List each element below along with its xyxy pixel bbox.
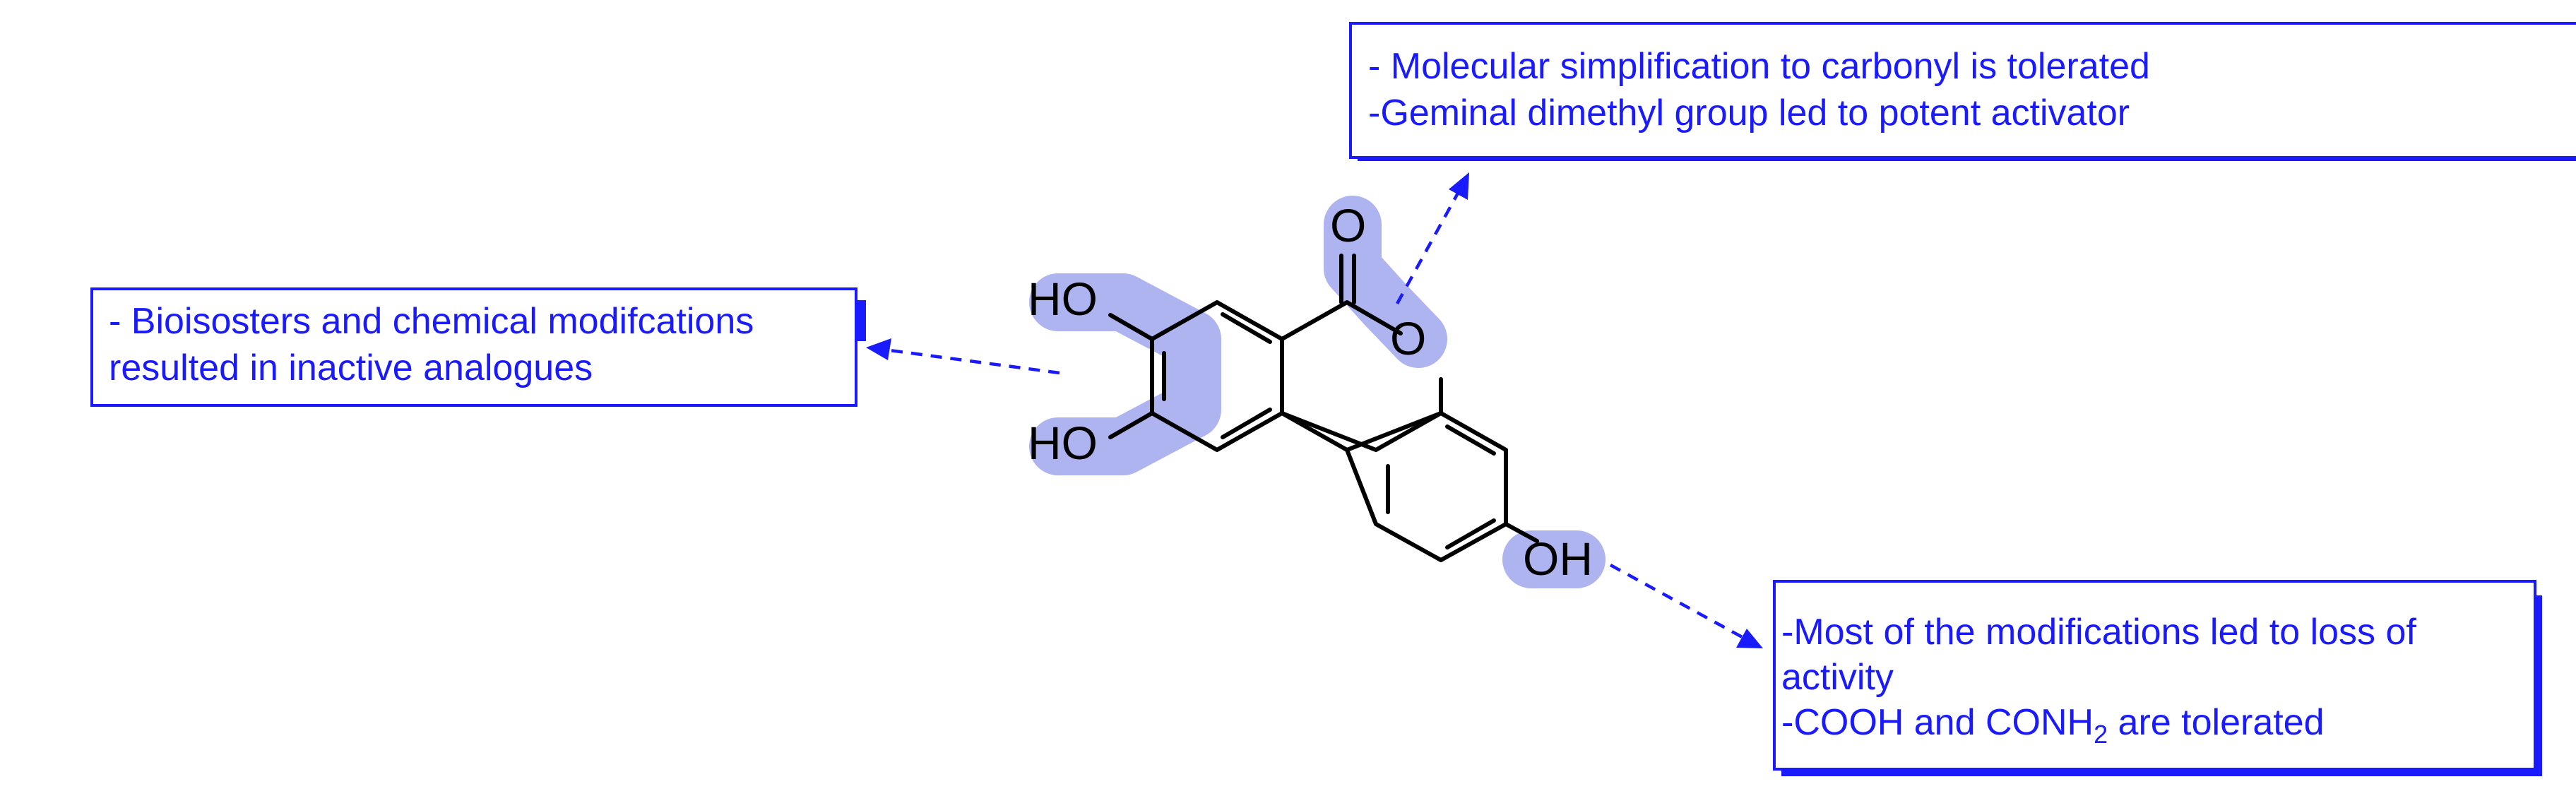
annotation-left-line-2: resulted in inactive analogues (109, 347, 593, 388)
annotation-box-right (1773, 580, 2536, 771)
atom-ho-bottom: HO (1028, 417, 1098, 469)
annotation-right-line-3: -COOH and CONH2 are tolerated (1781, 702, 2325, 749)
arrow-to-top-box (1396, 188, 1461, 305)
annotation-top-line-1: - Molecular simplification to carbonyl i… (1368, 46, 2150, 87)
highlight-regions (1029, 196, 1605, 588)
annotation-left-line-1: - Bioisosters and chemical modifcations (109, 301, 754, 342)
atom-oh-right: OH (1523, 533, 1593, 585)
arrow-head-right (1736, 629, 1763, 648)
annotation-box-top (1349, 22, 2576, 159)
annotation-box-left (90, 287, 857, 407)
annotation-top-line-2: -Geminal dimethyl group led to potent ac… (1368, 93, 2130, 133)
arrow-to-left-box (884, 347, 1060, 375)
molecule-bonds (1108, 254, 1539, 562)
atom-labels: HO HO O O OH (1028, 199, 1593, 585)
ring-c (1345, 411, 1508, 562)
arrow-to-right-box (1609, 564, 1747, 641)
atom-ring-oxygen: O (1390, 312, 1426, 364)
annotation-right: -Most of the modifications led to loss o… (1773, 580, 2542, 776)
arrows (866, 172, 1763, 648)
annotation-left: - Bioisosters and chemical modifcations … (90, 287, 866, 407)
arrow-head-top (1449, 172, 1469, 200)
highlight-lactone (1324, 196, 1447, 368)
highlight-catechol (1029, 273, 1221, 475)
arrow-head-left (866, 338, 891, 360)
atom-carbonyl-oxygen: O (1330, 199, 1366, 251)
annotation-top: - Molecular simplification to carbonyl i… (1349, 22, 2576, 161)
annotation-right-line-2: activity (1781, 657, 1894, 698)
atom-ho-top: HO (1028, 273, 1098, 325)
annotation-right-line-1: -Most of the modifications led to loss o… (1781, 612, 2416, 653)
